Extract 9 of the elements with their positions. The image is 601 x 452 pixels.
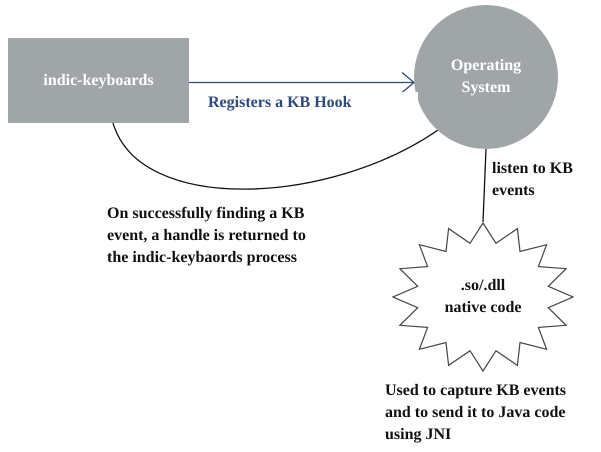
process-box	[8, 38, 189, 123]
node-label: .so/.dll native code	[444, 276, 522, 318]
starburst-shape	[392, 222, 574, 372]
arrow	[189, 72, 415, 94]
node-label: Operating System	[450, 56, 522, 98]
note-text: Used to capture KB events and to send it to Java code using JNI	[385, 381, 568, 445]
connector-line	[112, 122, 438, 190]
connector-line	[482, 148, 487, 222]
node-label: indic-keyboards	[43, 70, 154, 90]
